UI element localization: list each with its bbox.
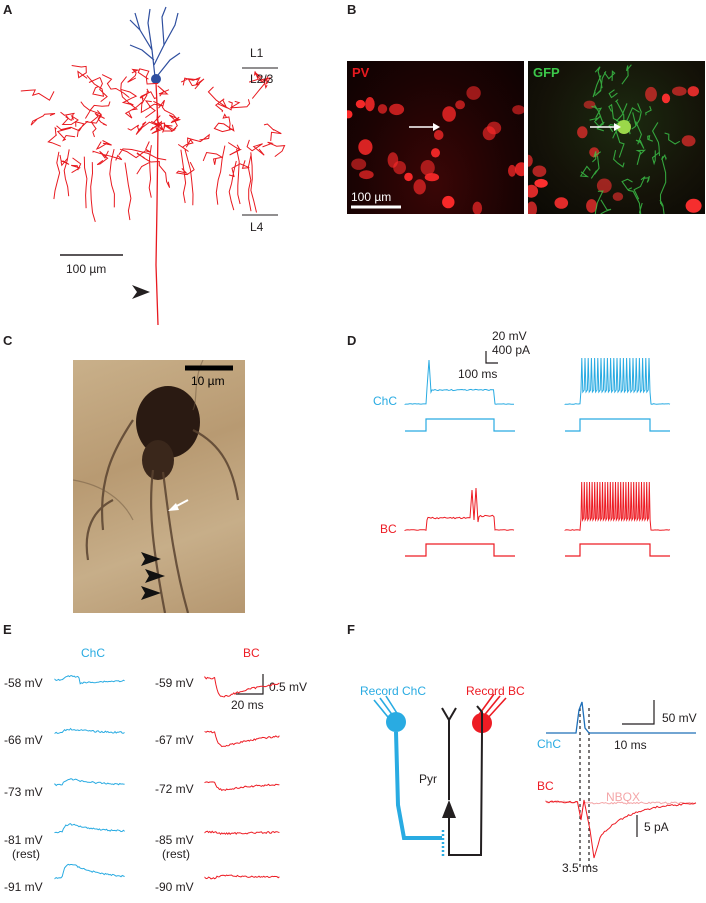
cell-body	[442, 195, 455, 209]
scale-mv-d: 20 mV	[492, 329, 527, 343]
bc-rest: (rest)	[162, 847, 190, 861]
cell-body	[514, 162, 524, 177]
cell-body	[365, 97, 375, 112]
cell-body	[359, 170, 374, 180]
bc-vm-3: -72 mV	[155, 782, 194, 796]
cell-body	[442, 106, 456, 122]
cell-body	[355, 99, 366, 109]
scale-ms-d: 100 ms	[458, 367, 498, 381]
chc-vm-1: -58 mV	[4, 676, 43, 690]
pv-label: PV	[352, 65, 370, 80]
chc-vm-3: -73 mV	[4, 785, 43, 799]
panel-f-schematic	[373, 693, 697, 870]
cell-body	[404, 172, 413, 182]
chc-vm-4: -81 mV	[4, 833, 43, 847]
cell-body	[420, 160, 435, 176]
panel-letter-f: F	[347, 622, 355, 637]
cell-body	[377, 104, 388, 114]
cartridge-arrowhead-icon-2	[145, 569, 165, 583]
cell-body	[534, 178, 548, 188]
cell-body	[431, 148, 440, 158]
cell-body	[685, 198, 702, 213]
bc-vm-5: -90 mV	[155, 880, 194, 894]
cell-body	[577, 126, 588, 139]
cell-body	[389, 103, 405, 116]
cell-body	[347, 110, 353, 119]
layer-l4-label: L4	[250, 220, 264, 234]
cell-body	[554, 197, 569, 209]
pyr-label: Pyr	[419, 772, 437, 786]
panel-letter-d: D	[347, 333, 357, 348]
cell-body	[528, 154, 533, 167]
panel-letter-e: E	[3, 622, 12, 637]
cell-body	[351, 158, 367, 170]
cell-body	[687, 86, 699, 97]
cell-body	[612, 192, 624, 201]
chc-neuron-tracing	[20, 6, 286, 326]
cell-body	[672, 86, 687, 96]
chc-label-d: ChC	[373, 394, 398, 408]
layer-l1-label: L1	[250, 46, 264, 60]
cell-body	[508, 164, 516, 177]
scale-ms-e: 20 ms	[231, 698, 264, 712]
cell-body	[433, 130, 444, 140]
cartridge-arrowhead-icon-3	[141, 586, 161, 600]
white-arrow-icon	[168, 503, 179, 511]
cell-body	[512, 105, 524, 115]
cell-body	[528, 184, 539, 198]
scale-ms-f: 10 ms	[614, 738, 647, 752]
scale-mv-f: 50 mV	[662, 711, 697, 725]
axon-arrowhead-icon	[132, 285, 150, 299]
cartridge-arrowhead-icon-1	[141, 552, 161, 566]
panel-letter-c: C	[3, 333, 13, 348]
chc-label-f: ChC	[537, 737, 562, 751]
cell-body	[472, 201, 483, 214]
layer-l23-label: L2/3	[250, 72, 274, 86]
chc-rest: (rest)	[12, 847, 40, 861]
cell-body	[645, 86, 657, 102]
cell-body	[466, 86, 481, 100]
cell-body	[528, 201, 537, 214]
biocytin-photo: 10 µm	[73, 360, 245, 613]
bc-label-f: BC	[537, 779, 554, 793]
cell-body	[532, 165, 547, 177]
cell-body	[681, 135, 696, 147]
scale-pa-d: 400 pA	[492, 343, 531, 357]
scale-label-c: 10 µm	[191, 374, 225, 388]
cell-body	[393, 161, 406, 175]
gfp-image: GFP	[528, 61, 705, 214]
bc-label-e: BC	[243, 646, 260, 660]
cell-body	[586, 199, 598, 213]
soma	[151, 74, 161, 84]
record-bc-label: Record BC	[466, 684, 525, 698]
chc-soma-icon	[386, 712, 406, 732]
panel-letter-b: B	[347, 2, 357, 17]
cell-body	[487, 121, 502, 135]
nbqx-label: NBQX	[606, 790, 641, 804]
gfp-label: GFP	[533, 65, 560, 80]
cell-body	[413, 179, 426, 195]
panel-e-traces	[54, 674, 280, 880]
panel-d-traces	[404, 351, 671, 557]
chc-vm-5: -91 mV	[4, 880, 43, 894]
cell-body	[596, 178, 612, 193]
panel-letter-a: A	[3, 2, 13, 17]
pyramidal-cell-icon	[442, 800, 456, 818]
pv-image: PV 100 µm	[347, 61, 524, 214]
bc-label-d: BC	[380, 522, 397, 536]
bc-vm-1: -59 mV	[155, 676, 194, 690]
scale-pa-f: 5 pA	[644, 820, 669, 834]
scale-label-b: 100 µm	[351, 190, 392, 204]
chc-label-e: ChC	[81, 646, 106, 660]
record-chc-label: Record ChC	[360, 684, 427, 698]
cell-body	[661, 93, 671, 104]
chc-vm-2: -66 mV	[4, 733, 43, 747]
bc-vm-2: -67 mV	[155, 733, 194, 747]
cell-body	[455, 100, 465, 110]
scale-label-a: 100 µm	[66, 262, 107, 276]
bc-vm-4: -85 mV	[155, 833, 194, 847]
cell-body	[358, 139, 373, 155]
